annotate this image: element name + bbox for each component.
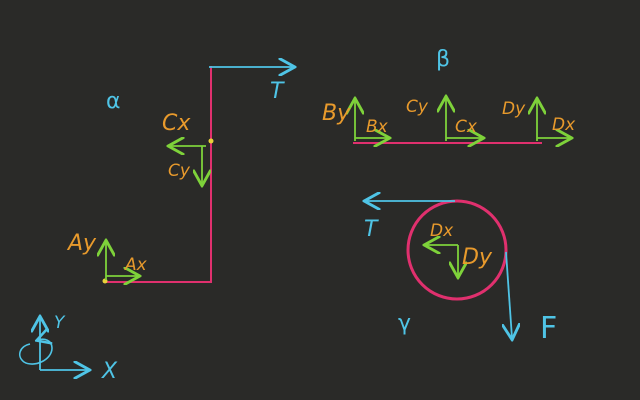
- gamma-tension-label: T: [364, 217, 379, 242]
- beta-dx-label: Dx: [552, 115, 576, 135]
- alpha-pin-c-dot: [208, 138, 214, 144]
- alpha-label: α: [106, 89, 121, 114]
- beta-by-label: By: [322, 101, 351, 126]
- beta-bx-label: Bx: [366, 117, 389, 137]
- body-alpha: α T Ay Ax Cx Cy: [66, 66, 293, 284]
- gamma-dx-label: Dx: [430, 221, 454, 241]
- beta-cx-label: Cx: [455, 117, 478, 137]
- gamma-dy-label: Dy: [462, 245, 493, 270]
- x-axis-label: X: [101, 359, 118, 384]
- alpha-cx-label: Cx: [162, 111, 191, 136]
- alpha-ax-label: Ax: [124, 255, 148, 275]
- y-axis-label: Y: [54, 313, 66, 333]
- gamma-applied-label: F: [540, 311, 557, 346]
- beta-dy-label: Dy: [502, 99, 526, 119]
- gamma-pulley: [406, 199, 508, 301]
- coordinate-axes: Y X: [18, 313, 118, 384]
- gamma-label: γ: [398, 311, 411, 336]
- rotation-arrow-icon: [18, 339, 53, 365]
- beta-cy-label: Cy: [406, 97, 429, 117]
- alpha-cy-label: Cy: [168, 161, 191, 181]
- gamma-applied-arrow: [506, 251, 512, 338]
- body-gamma: γ T F Dx Dy: [364, 201, 557, 346]
- beta-label: β: [436, 47, 450, 72]
- body-beta: β By Bx Cy Cx Dy Dx: [322, 47, 576, 143]
- alpha-ay-label: Ay: [66, 231, 97, 256]
- alpha-tension-label: T: [270, 79, 285, 104]
